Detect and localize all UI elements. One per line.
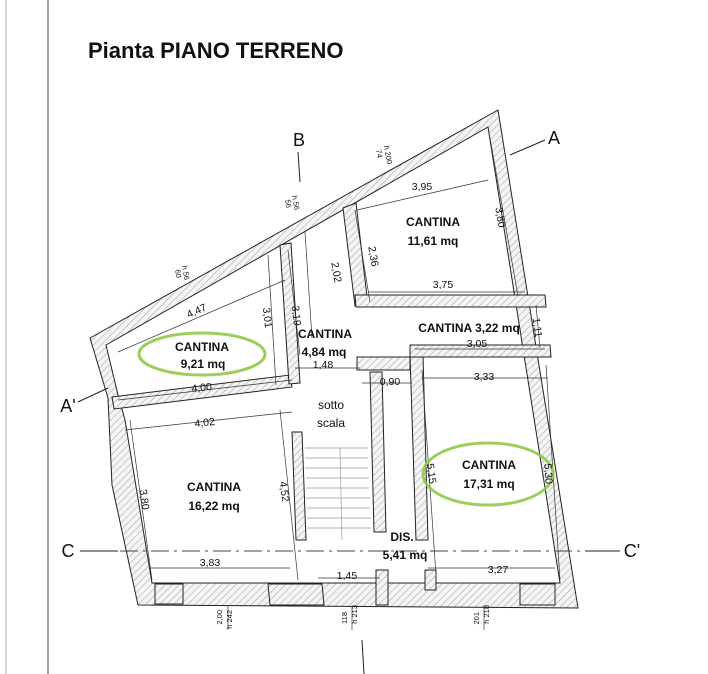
dim-1-48: 1,48: [313, 359, 334, 371]
opening-h-200: h 200: [382, 145, 394, 165]
section-label-b: B: [293, 130, 305, 150]
dim-5-15: 5,15: [424, 463, 439, 485]
opening-h-56-left-sub: 60: [173, 269, 183, 279]
dim-3-27: 3,27: [488, 564, 509, 576]
opening-h-242: h 242: [225, 610, 234, 629]
dim-3-01: 3,01: [260, 307, 274, 329]
highlight-cantina-17-31: [421, 441, 555, 507]
section-line-a: [509, 139, 546, 156]
dim-3-95: 3,95: [412, 181, 433, 193]
dim-4-02: 4,02: [194, 416, 216, 430]
dim-3-33: 3,33: [474, 371, 495, 383]
dim-3-75: 3,75: [433, 279, 454, 291]
room-area-cantina-center: 4,84 mq: [302, 345, 347, 359]
dim-3-05: 3,05: [467, 338, 488, 350]
opening-201: 201: [472, 612, 481, 625]
section-line-b-bottom: [361, 639, 365, 674]
dim-5-30: 5,30: [541, 463, 554, 484]
opening-h-218: h 218: [482, 605, 491, 624]
staircase: [305, 447, 371, 541]
dim-3-80-top: 3,80: [492, 206, 507, 228]
room-name-cantina-top-right: CANTINA: [406, 215, 460, 229]
room-name-cantina-bottom-left: CANTINA: [187, 480, 241, 494]
highlight-cantina-9-21: [137, 331, 267, 377]
section-label-a-prime: A': [60, 396, 75, 416]
room-area-cantina-bottom-left: 16,22 mq: [188, 499, 239, 513]
opening-118: 118: [340, 612, 349, 624]
dim-3-19: 3,19: [289, 305, 303, 327]
dim-1-45: 1,45: [337, 570, 358, 582]
dim-4-52: 4,52: [277, 481, 292, 503]
section-label-a: A: [548, 128, 560, 148]
opening-h-213: h 213: [350, 605, 359, 624]
room-name-cantina-center: CANTINA: [298, 327, 352, 341]
section-label-c: C: [62, 541, 75, 561]
interior-floor: [105, 126, 561, 584]
room-area-dis: 5,41 mq: [383, 548, 428, 562]
section-line-b-top: [297, 151, 301, 183]
section-lines: [77, 139, 620, 674]
room-area-cantina-top-right: 11,61 mq: [408, 234, 459, 248]
dim-4-00: 4,00: [191, 381, 213, 395]
room-area-cantina-bottom-right: 17,31 mq: [463, 477, 514, 491]
room-label-sotto: sotto: [318, 398, 344, 412]
page-title: Pianta PIANO TERRENO: [88, 38, 343, 63]
opening-h-56: h 56: [290, 195, 301, 211]
dim-2-36: 2,36: [365, 245, 380, 267]
room-area-cantina-left: 9,21 mq: [181, 357, 226, 371]
dimension-lines: [117, 137, 561, 630]
room-name-dis: DIS.: [390, 530, 413, 544]
dim-3-80-left: 3,80: [137, 489, 152, 511]
dim-3-83: 3,83: [200, 557, 221, 569]
room-name-cantina-bottom-right: CANTINA: [462, 458, 516, 472]
interior-walls: [111, 202, 556, 606]
room-label-scala: scala: [317, 416, 345, 430]
opening-h-56-sub: 56: [283, 199, 293, 209]
section-line-a-prime: [77, 387, 109, 403]
opening-2-00: 2,00: [215, 610, 224, 625]
room-name-cantina-left: CANTINA: [175, 340, 229, 354]
opening-h-200-sub: 74: [374, 149, 384, 159]
dim-1-11: 1,11: [530, 317, 545, 338]
room-name-cantina-corridor: CANTINA 3,22 mq: [418, 321, 520, 335]
section-label-c-prime: C': [624, 541, 640, 561]
opening-h-56-left: h 56: [180, 265, 191, 281]
dim-0-90: 0,90: [380, 376, 401, 388]
dim-2-02: 2,02: [328, 261, 343, 283]
